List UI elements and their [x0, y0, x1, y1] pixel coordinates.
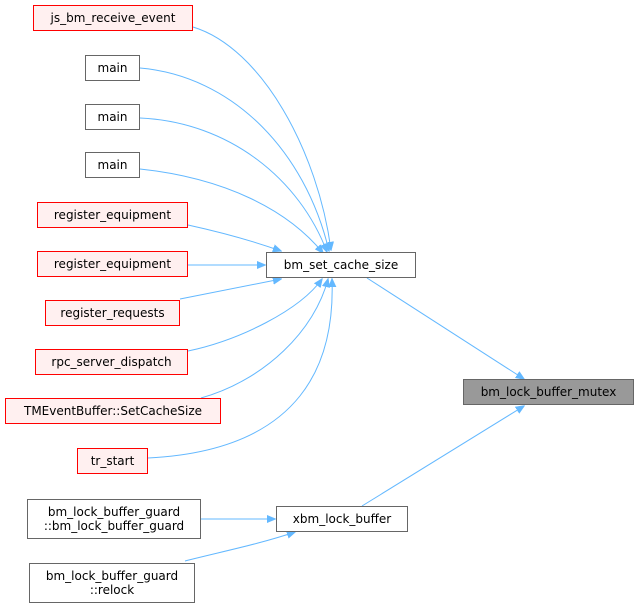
edge-main-2-to-bm-set-cache-size — [139, 117, 327, 252]
edge-main-3-to-bm-set-cache-size — [139, 168, 323, 253]
node-label: bm_lock_buffer_mutex — [480, 385, 617, 399]
node-label-line-2: ::bm_lock_buffer_guard — [43, 519, 185, 533]
node-rpc-server-dispatch[interactable]: rpc_server_dispatch — [35, 349, 188, 375]
node-label-line-2: ::relock — [89, 583, 135, 597]
edge-tr-start-to-bm-set-cache-size — [147, 279, 332, 459]
edge-js-bm-receive-event-to-bm-set-cache-size — [192, 26, 331, 250]
edge-bm-set-cache-size-to-bm-lock-buffer-mutex — [366, 277, 524, 379]
edge-guard-relock-to-xbm-lock-buffer — [184, 532, 295, 562]
node-xbm-lock-buffer[interactable]: xbm_lock_buffer — [276, 506, 408, 532]
node-main-1[interactable]: main — [85, 55, 140, 81]
edge-rpc-server-dispatch-to-bm-set-cache-size — [187, 279, 322, 352]
node-label: register_equipment — [53, 208, 172, 222]
node-label: main — [97, 110, 128, 124]
node-tmeventbuffer-setcachesize[interactable]: TMEventBuffer::SetCacheSize — [5, 398, 221, 424]
node-label: rpc_server_dispatch — [51, 355, 172, 369]
node-label: TMEventBuffer::SetCacheSize — [23, 404, 202, 418]
node-register-equipment-1[interactable]: register_equipment — [37, 202, 188, 228]
node-tr-start[interactable]: tr_start — [77, 448, 148, 474]
edge-set-cache-size-method-to-bm-set-cache-size — [200, 279, 328, 399]
node-label: register_requests — [60, 306, 165, 320]
node-label: bm_set_cache_size — [283, 258, 399, 272]
node-bm-lock-buffer-mutex: bm_lock_buffer_mutex — [463, 379, 634, 405]
node-bm-set-cache-size[interactable]: bm_set_cache_size — [266, 252, 416, 278]
node-main-2[interactable]: main — [85, 104, 140, 130]
node-label: js_bm_receive_event — [50, 11, 176, 25]
node-bm-lock-buffer-guard-relock[interactable]: bm_lock_buffer_guard ::relock — [29, 563, 195, 603]
node-label-line-1: bm_lock_buffer_guard — [45, 569, 179, 583]
node-register-requests[interactable]: register_requests — [45, 300, 180, 326]
edge-register-equipment-1-to-bm-set-cache-size — [187, 224, 281, 251]
node-js-bm-receive-event[interactable]: js_bm_receive_event — [33, 5, 193, 31]
node-label: register_equipment — [53, 257, 172, 271]
node-label: xbm_lock_buffer — [292, 512, 392, 526]
node-label: main — [97, 61, 128, 75]
node-label: tr_start — [90, 454, 135, 468]
node-register-equipment-2[interactable]: register_equipment — [37, 251, 188, 277]
node-main-3[interactable]: main — [85, 152, 140, 178]
node-label-line-1: bm_lock_buffer_guard — [47, 505, 181, 519]
edge-xbm-lock-buffer-to-bm-lock-buffer-mutex — [361, 406, 524, 507]
edge-register-requests-to-bm-set-cache-size — [179, 279, 281, 300]
node-label: main — [97, 158, 128, 172]
node-bm-lock-buffer-guard-ctor[interactable]: bm_lock_buffer_guard ::bm_lock_buffer_gu… — [27, 499, 201, 539]
edge-main-1-to-bm-set-cache-size — [139, 67, 329, 251]
